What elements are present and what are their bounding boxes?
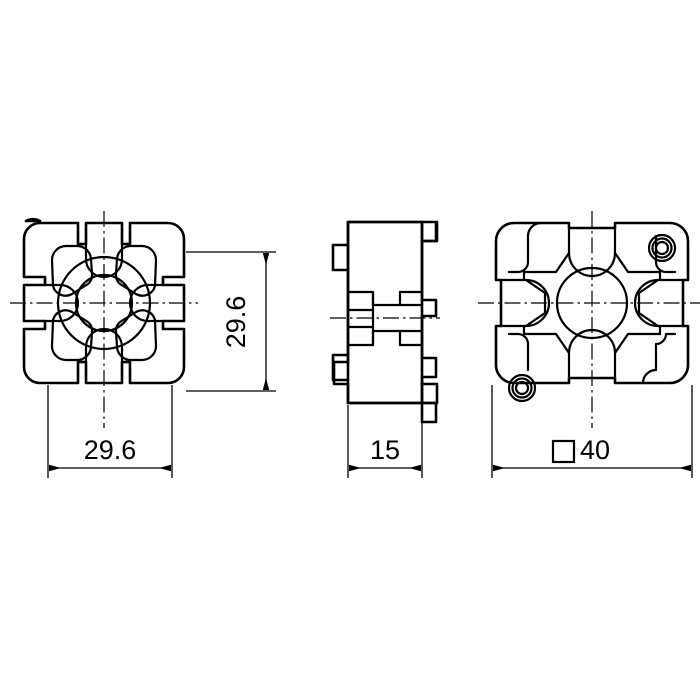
dim-horizontal-rear: 40 [491,385,693,478]
rear-view-right-slot-round [633,278,660,328]
rear-view-inner-relief [522,270,662,336]
rear-view-corner-relief-bottom-right [641,332,677,385]
dim-horizontal-front: 29.6 [47,385,173,478]
side-view-lug-bottom-left [331,353,350,382]
dim-horizontal-side: 15 [347,405,423,478]
front-view-pocket-bottom-left [50,309,94,362]
front-view-pocket-bottom-right [114,309,158,362]
dim-vertical-front-label: 29.6 [221,296,251,349]
front-view-pocket-top-right [114,244,158,297]
square-profile-symbol-icon [551,439,576,464]
rear-view-body-outline [494,221,690,385]
rear-view-bottom-slot [522,332,662,380]
side-view-lug-top-right [420,220,439,243]
rear-view-top-slot [522,226,662,274]
dim-horizontal-rear-label: 40 [580,435,610,465]
side-view [330,220,440,424]
side-view-lug-bottom-right [420,382,439,405]
dim-horizontal-side-label: 15 [370,435,400,465]
rear-view [478,211,700,428]
rear-view-counterbore-bottom-left-mid [511,377,533,399]
rear-view-counterbore-top-right-outer [647,233,677,263]
rear-view-left-slot-round [524,278,551,328]
dim-horizontal-front-label: 29.6 [84,435,137,465]
side-view-plate [346,220,424,405]
side-view-lug-top-left [331,243,350,272]
side-view-boss-step-upper [346,290,424,307]
rear-view-corner-relief-top-left [507,221,543,274]
rear-view-counterbore-top-right-inner [654,240,670,256]
front-view [10,211,198,428]
rear-view-corner-relief-top-right [654,234,677,274]
rear-view-counterbore-bottom-left-inner [514,380,530,396]
dim-vertical-front: 29.6 [186,251,276,392]
side-view-boss-step-lower [346,329,424,347]
rear-view-counterbore-top-right-mid [651,237,673,259]
rear-view-counterbore-bottom-left-outer [507,373,537,403]
rear-view-corner-relief-bottom-left [507,332,530,372]
front-view-outer-profile [24,217,42,223]
front-view-pocket-top-left [50,244,94,297]
